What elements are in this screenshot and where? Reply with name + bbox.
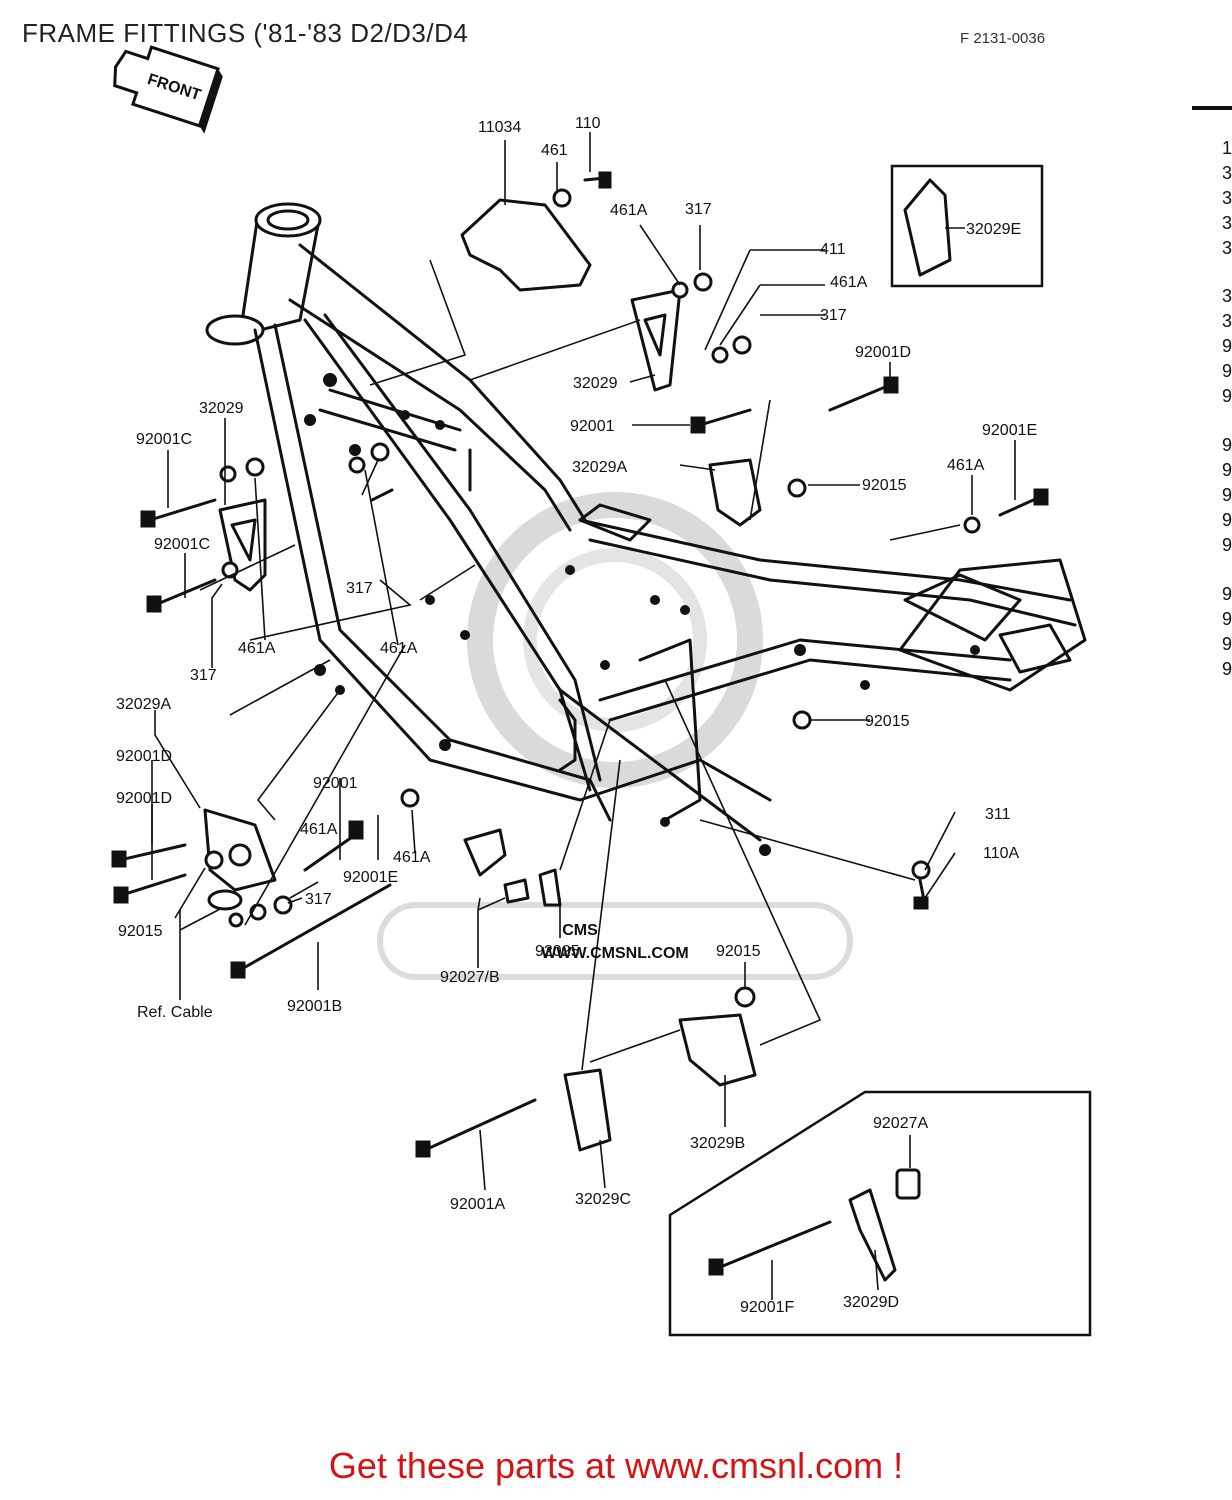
callout-label: 461A <box>380 640 418 657</box>
callout-label: 461A <box>610 202 648 219</box>
callout-label: 92027A <box>873 1115 928 1132</box>
callout-labels: 11034 110 461 461A 317 411 461A 317 3202… <box>116 115 1037 1316</box>
callout-label: 317 <box>346 580 373 597</box>
callout-label: 461A <box>830 274 868 291</box>
edge-glyph: 9 <box>1222 609 1232 629</box>
callout-label: 32029A <box>116 696 171 713</box>
callout-label: 92001D <box>855 344 911 361</box>
watermark: CMS WWW.CMSNL.COM <box>377 492 853 980</box>
callout-label: 461A <box>300 821 338 838</box>
cable-ring <box>207 889 243 911</box>
callout-label: 92025 <box>535 943 580 960</box>
callout-label: 461A <box>947 457 985 474</box>
clip-92025 <box>538 868 562 907</box>
callout-label: 110A <box>983 845 1020 862</box>
edge-glyph: 9 <box>1222 659 1232 679</box>
nuts-washers <box>204 188 981 1008</box>
edge-glyph: 9 <box>1222 460 1232 480</box>
callout-label: 92001 <box>313 775 358 792</box>
callout-label: 92001B <box>287 998 342 1015</box>
edge-glyph: 9 <box>1222 386 1232 406</box>
edge-glyph: 9 <box>1222 535 1232 555</box>
callout-label: Ref. Cable <box>137 1004 213 1021</box>
bolts <box>111 171 1049 1276</box>
edge-glyph: 9 <box>1222 634 1232 654</box>
callout-label: 317 <box>190 667 217 684</box>
callout-label: 411 <box>820 241 846 258</box>
callout-label: 32029B <box>690 1135 745 1152</box>
bracket-92027 <box>463 828 507 877</box>
callout-label: 92001C <box>154 536 210 553</box>
callout-label: 32029E <box>966 221 1021 238</box>
callout-label: 32029 <box>199 400 244 417</box>
callout-label: 92001C <box>136 431 192 448</box>
callout-label: 461 <box>541 142 568 159</box>
edge-glyph: 3 <box>1222 311 1232 331</box>
edge-glyph: 3 <box>1222 163 1232 183</box>
edge-glyph: 9 <box>1222 485 1232 505</box>
watermark-brand: CMS <box>562 922 598 939</box>
callout-label: 461A <box>393 849 431 866</box>
frame-bolts <box>304 373 980 856</box>
edge-stripe <box>1192 106 1232 110</box>
front-arrow: FRONT <box>113 45 223 134</box>
diagram-code: F 2131-0036 <box>960 30 1046 47</box>
callout-label: 92015 <box>716 943 761 960</box>
callout-label: 92015 <box>865 713 910 730</box>
plate-32029B <box>678 1013 757 1087</box>
diagram-title: FRAME FITTINGS ('81-'83 D2/D3/D4 <box>22 18 469 48</box>
callout-label: 11034 <box>478 119 521 136</box>
callout-label: 461A <box>238 640 276 657</box>
callout-label: 92001D <box>116 748 172 765</box>
callout-label: 32029C <box>575 1191 631 1208</box>
edge-glyph: 3 <box>1222 238 1232 258</box>
inset-32029E <box>890 164 1044 288</box>
plate-32029D <box>848 1188 897 1282</box>
spacer-92027B <box>503 878 530 904</box>
callout-label: 92001F <box>740 1299 794 1316</box>
edge-glyph: 9 <box>1222 584 1232 604</box>
callout-label: 311 <box>985 806 1011 823</box>
callout-label: 92001E <box>982 422 1037 439</box>
inset-boxes <box>668 164 1092 1337</box>
edge-glyph: 9 <box>1222 336 1232 356</box>
callout-label: 32029D <box>843 1294 899 1311</box>
footer-link-text[interactable]: Get these parts at www.cmsnl.com ! <box>328 1445 904 1486</box>
inset-32029D <box>668 1090 1092 1337</box>
parts <box>203 178 952 1282</box>
callout-label: 317 <box>820 307 847 324</box>
callout-label: 92001E <box>343 869 398 886</box>
motorcycle-frame <box>205 202 1087 842</box>
callout-label: 92027/B <box>440 969 500 986</box>
callout-label: 92015 <box>118 923 163 940</box>
plate-32029C <box>563 1068 612 1152</box>
callout-label: 32029A <box>572 459 627 476</box>
callout-label: 110 <box>575 115 601 132</box>
plate-32029E <box>903 178 952 277</box>
plate-32029A-upper <box>708 458 762 527</box>
callout-label: 317 <box>305 891 332 908</box>
callout-label: 32029 <box>573 375 618 392</box>
edge-glyph: 9 <box>1222 435 1232 455</box>
edge-glyph: 3 <box>1222 188 1232 208</box>
callout-label: 92001 <box>570 418 615 435</box>
edge-glyph: 1 <box>1222 138 1232 158</box>
callout-label: 317 <box>685 201 712 218</box>
callout-label: 92001A <box>450 1196 505 1213</box>
callout-label: 92015 <box>862 477 907 494</box>
bracket-11034 <box>460 198 592 292</box>
edge-glyph: 3 <box>1222 213 1232 233</box>
edge-glyph: 3 <box>1222 286 1232 306</box>
watermark-url: WWW.CMSNL.COM <box>541 945 689 962</box>
spacer-92027A <box>895 1168 921 1200</box>
edge-glyph: 9 <box>1222 510 1232 530</box>
leader-lines <box>151 132 1016 1300</box>
callout-label: 92001D <box>116 790 172 807</box>
edge-glyph: 9 <box>1222 361 1232 381</box>
